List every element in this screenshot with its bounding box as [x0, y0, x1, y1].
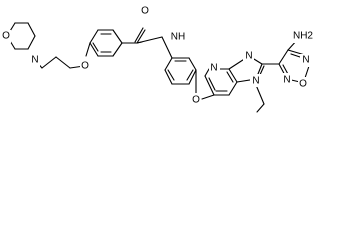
atom-carbonyl-oxygen: O — [140, 4, 150, 17]
atom-morpholine-nitrogen: N — [29, 54, 40, 67]
bond-lines — [6, 22, 310, 113]
atom-imidazole-nitrogen-3: N — [243, 50, 254, 63]
atom-ether-oxygen-2: O — [191, 93, 201, 106]
svg-text:N: N — [210, 63, 217, 74]
svg-text:O: O — [141, 6, 149, 17]
atom-amine-nh2: NH2 — [290, 30, 316, 43]
svg-text:O: O — [2, 31, 10, 42]
svg-text:O: O — [192, 95, 200, 106]
svg-text:N: N — [283, 75, 290, 86]
atom-furazan-nitrogen-top: N — [300, 54, 311, 67]
svg-text:N: N — [31, 55, 38, 66]
svg-text:NH: NH — [171, 32, 185, 43]
atom-furazan-nitrogen-bottom: N — [281, 73, 292, 86]
atom-pyridine-nitrogen: N — [209, 62, 220, 75]
atom-labels: O N O O NH O N N — [1, 4, 316, 106]
svg-text:O: O — [299, 79, 307, 90]
atom-amide-nh: NH — [170, 30, 187, 43]
atom-morpholine-oxygen: O — [1, 30, 11, 43]
svg-text:O: O — [81, 61, 89, 72]
atom-imidazole-nitrogen-1: N — [250, 74, 261, 87]
svg-text:N: N — [245, 51, 252, 62]
svg-text:N: N — [252, 76, 259, 87]
atom-ether-oxygen-1: O — [80, 59, 90, 72]
svg-text:N: N — [302, 55, 309, 66]
svg-text:NH2: NH2 — [293, 31, 313, 42]
atom-furazan-oxygen: O — [298, 77, 308, 90]
chemical-structure: O N O O NH O N N — [1, 4, 316, 113]
